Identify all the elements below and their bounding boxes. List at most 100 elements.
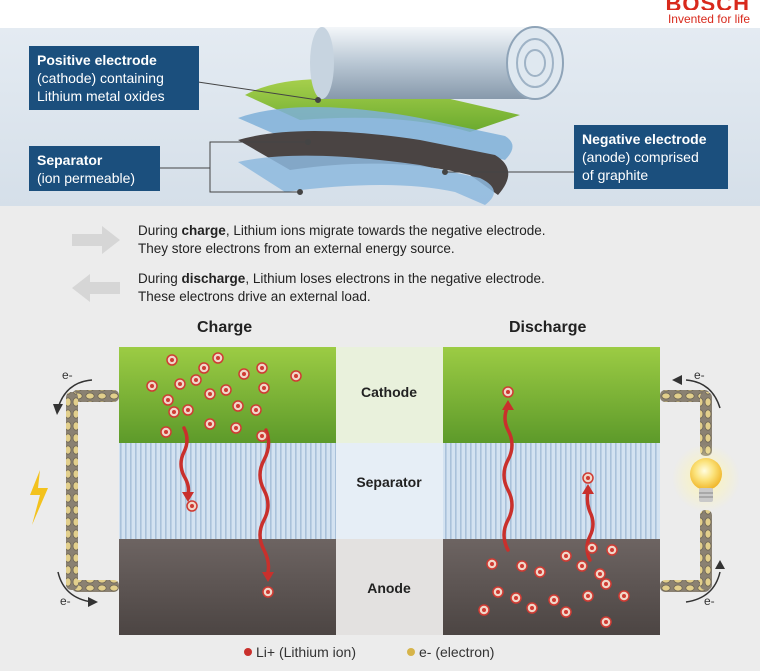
charge-panel — [119, 347, 336, 635]
ion-arrowheads — [182, 400, 594, 582]
legend-electron-label: e- (electron) — [419, 644, 495, 660]
charge-title: Charge — [197, 319, 253, 336]
lithium-ion-core — [234, 426, 238, 430]
lithium-ion-core — [216, 356, 220, 360]
discharge-description: During discharge, Lithium loses electron… — [138, 270, 545, 306]
lithium-ion-core — [496, 590, 500, 594]
cathode-label-title: Positive electrode — [37, 52, 157, 68]
discharge-desc-post: , Lithium loses electrons in the negativ… — [245, 271, 545, 286]
charge-anode-layer — [119, 539, 336, 635]
cathode-label-line3: Lithium metal oxides — [37, 88, 165, 104]
charge-electron-arrow-bottom — [57, 571, 93, 603]
discharge-circuit — [660, 375, 740, 603]
charge-separator-layer — [119, 443, 336, 539]
lithium-ion-core — [580, 564, 584, 568]
lithium-ion-core — [260, 366, 264, 370]
lithium-ion-core — [590, 546, 594, 550]
lithium-ion-core — [242, 372, 246, 376]
lithium-ion-core — [164, 430, 168, 434]
discharge-desc-line2: These electrons drive an external load. — [138, 289, 371, 304]
discharge-electron-label-top: e- — [694, 368, 705, 382]
lithium-ion-core — [194, 378, 198, 382]
discharge-panel — [443, 347, 660, 635]
lithium-ion-core — [586, 594, 590, 598]
callout-lines — [160, 81, 575, 195]
separator-label-box: Separator (ion permeable) — [29, 146, 160, 191]
battery-cell-illustration — [238, 26, 564, 205]
lithium-ion-core — [208, 422, 212, 426]
brand-logo: BOSCH — [666, 0, 750, 10]
lithium-ion-core — [598, 572, 602, 576]
discharge-anode-layer — [443, 539, 660, 635]
lithium-ion-core — [170, 358, 174, 362]
charge-desc-line2: They store electrons from an external en… — [138, 241, 455, 256]
charge-electron-label-top: e- — [62, 368, 73, 382]
layer-label-column — [336, 347, 443, 635]
lithium-ion-core — [552, 598, 556, 602]
brand: BOSCH Invented for life — [666, 0, 750, 26]
discharge-desc-bold: discharge — [181, 271, 246, 286]
discharge-desc-pre: During — [138, 271, 182, 286]
cathode-label-line2: (cathode) containing — [37, 70, 164, 86]
anode-label-line2: (anode) comprised — [582, 149, 699, 165]
lithium-ion-core — [564, 610, 568, 614]
charge-circuit — [30, 379, 119, 607]
lithium-ion-core — [190, 504, 194, 508]
lithium-ion-core — [260, 434, 264, 438]
discharge-ion-path-1 — [502, 404, 514, 552]
lithium-ion-core — [538, 570, 542, 574]
lithium-ion-core — [172, 410, 176, 414]
lithium-ions — [146, 352, 630, 628]
discharge-electron-arrow-bottom — [685, 571, 721, 603]
cathode-label-box: Positive electrode (cathode) containing … — [29, 46, 199, 110]
discharge-electron-arrow-top — [685, 379, 721, 409]
lithium-ion-core — [610, 548, 614, 552]
lithium-ion-core — [254, 408, 258, 412]
lithium-ion-core — [506, 390, 510, 394]
charge-electron-arrow-top — [57, 379, 93, 409]
discharge-title: Discharge — [509, 319, 587, 336]
lithium-ion-core — [150, 384, 154, 388]
lithium-ion-core — [514, 596, 518, 600]
lithium-ion-core — [236, 404, 240, 408]
lithium-ion-core — [166, 398, 170, 402]
charge-ion-path-1 — [179, 426, 191, 496]
lithium-ion-core — [224, 388, 228, 392]
lithium-ion-core — [530, 606, 534, 610]
lithium-ion-core — [262, 386, 266, 390]
anode-label-line3: of graphite — [582, 167, 649, 183]
lithium-ion-core — [208, 392, 212, 396]
separator-label-line2: (ion permeable) — [37, 170, 136, 186]
anode-label-title: Negative electrode — [582, 131, 707, 147]
charge-ion-path-2 — [258, 428, 271, 574]
discharge-cathode-layer — [443, 347, 660, 443]
discharge-separator-layer — [443, 443, 660, 539]
lithium-ion-core — [520, 564, 524, 568]
legend-li-ion-label: Li+ (Lithium ion) — [256, 644, 356, 660]
lithium-ion-core — [586, 476, 590, 480]
discharge-electron-label-bottom: e- — [704, 594, 715, 608]
discharge-arrow-left-icon — [72, 274, 120, 302]
layer-label-anode: Anode — [367, 580, 411, 596]
lithium-ion-core — [294, 374, 298, 378]
lithium-ion-core — [482, 608, 486, 612]
lithium-ion-core — [604, 620, 608, 624]
lithium-ion-core — [490, 562, 494, 566]
charge-arrow-right-icon — [72, 226, 120, 254]
lithium-ion-core — [178, 382, 182, 386]
lithium-ion-core — [186, 408, 190, 412]
lithium-ion-core — [202, 366, 206, 370]
charge-desc-bold: charge — [181, 223, 226, 238]
lightning-power-source-icon — [30, 470, 48, 525]
lithium-ion-core — [564, 554, 568, 558]
charge-desc-pre: During — [138, 223, 182, 238]
charge-desc-post: , Lithium ions migrate towards the negat… — [225, 223, 546, 238]
layer-label-separator: Separator — [356, 474, 422, 490]
lithium-ion-core — [604, 582, 608, 586]
lithium-ion-core — [622, 594, 626, 598]
lightbulb-load-icon — [690, 458, 722, 502]
separator-label-title: Separator — [37, 152, 103, 168]
legend-electron-marker — [407, 648, 415, 656]
